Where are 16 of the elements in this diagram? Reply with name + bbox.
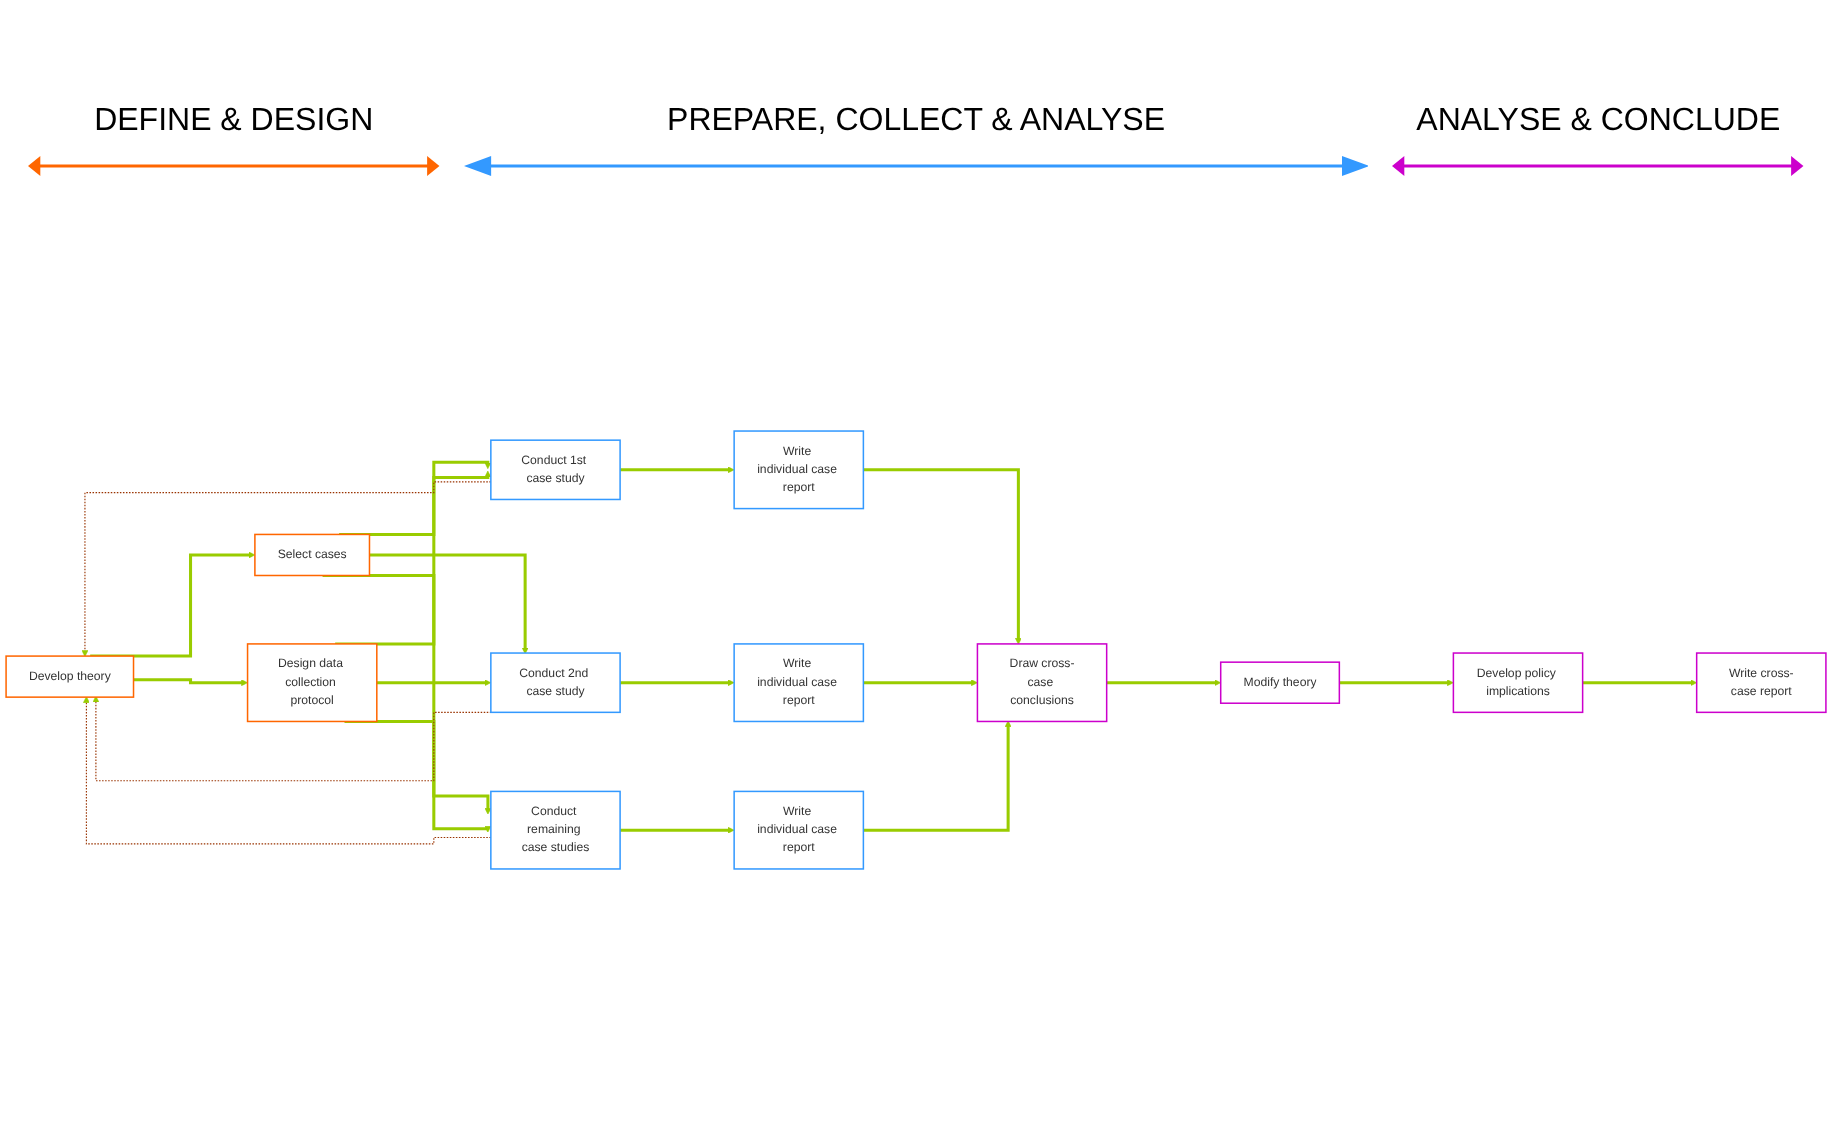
arrow <box>863 468 1022 645</box>
arrow <box>620 466 735 474</box>
arrow <box>1339 679 1454 687</box>
phase-heading: PREPARE, COLLECT & ANALYSE <box>667 104 1165 140</box>
arrow <box>863 679 978 687</box>
arrow <box>133 678 248 687</box>
arrow <box>376 679 492 687</box>
arrow <box>83 696 492 845</box>
arrow <box>863 720 1012 832</box>
arrow <box>620 679 735 687</box>
arrow <box>1582 679 1697 687</box>
arrow <box>1106 679 1221 687</box>
arrow <box>620 826 735 834</box>
phase-heading: DEFINE & DESIGN <box>94 104 374 140</box>
arrow <box>369 553 529 655</box>
phase-heading: ANALYSE & CONCLUDE <box>1416 104 1781 140</box>
